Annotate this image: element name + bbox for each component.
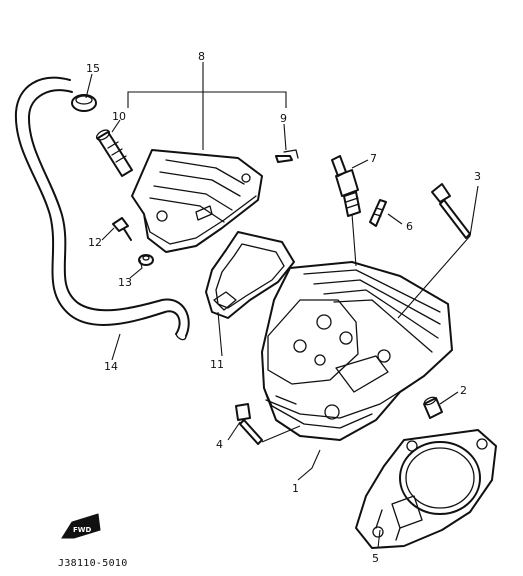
callout-12: 12 — [88, 236, 102, 249]
breather-hose — [14, 76, 190, 341]
callout-6: 6 — [406, 220, 413, 233]
callout-4: 4 — [216, 438, 223, 451]
leader-lines — [85, 62, 479, 549]
cover-gasket — [205, 231, 295, 319]
bolt-part-9 — [275, 149, 299, 163]
callout-10: 10 — [112, 110, 126, 123]
bolt-part-4 — [235, 403, 263, 445]
callout-1: 1 — [292, 482, 299, 495]
head-cover — [131, 149, 263, 253]
callout-5: 5 — [372, 552, 379, 565]
callout-15: 15 — [86, 62, 100, 75]
washer-part-13 — [138, 254, 154, 266]
dowel-pin — [423, 396, 443, 419]
breather-pipe — [95, 129, 133, 177]
cylinder-head — [261, 261, 453, 441]
callout-9: 9 — [280, 112, 287, 125]
callout-14: 14 — [104, 360, 118, 373]
forward-arrow-icon: FWD — [61, 513, 101, 539]
hose-clamp — [71, 94, 97, 112]
callout-2: 2 — [460, 384, 467, 397]
callout-numbers: 15 8 10 9 7 3 6 12 13 11 14 4 2 1 5 — [86, 50, 481, 565]
spark-plug — [331, 155, 361, 217]
callout-8: 8 — [198, 50, 205, 63]
figure-code: J38110-5010 — [58, 558, 128, 569]
callout-3: 3 — [474, 170, 481, 183]
bolt-part-12 — [112, 217, 132, 241]
callout-11: 11 — [210, 358, 224, 371]
fwd-label: FWD — [73, 526, 92, 534]
bolt-part-3 — [431, 183, 471, 239]
stud-bolt — [369, 199, 387, 227]
callout-7: 7 — [370, 152, 377, 165]
head-gasket — [355, 429, 497, 549]
callout-13: 13 — [118, 276, 132, 289]
